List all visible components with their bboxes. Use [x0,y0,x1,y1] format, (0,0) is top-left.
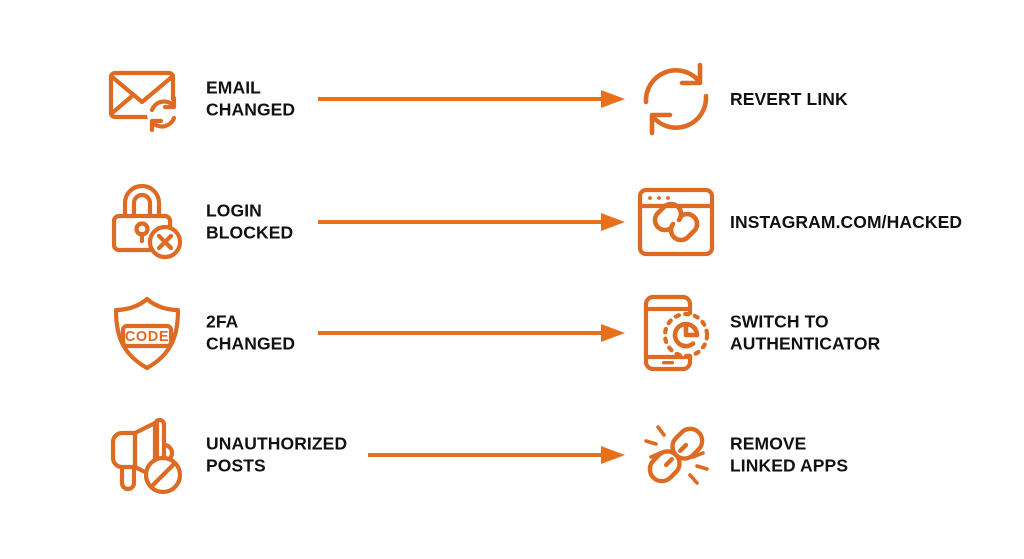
row-label-2fa-changed: 2FA CHANGED [206,311,296,354]
diagram-row-unauthorized-posts: UNAUTHORIZED POSTS [0,395,1024,515]
svg-text:CODE: CODE [125,329,169,345]
broken-chain-link-icon [634,413,718,497]
row-label-login-blocked: LOGIN BLOCKED [206,200,294,243]
megaphone-prohibited-icon [105,413,189,497]
padlock-x-icon [105,180,189,264]
refresh-circular-arrows-icon [634,57,718,141]
row-action-switch-authenticator: SWITCH TO AUTHENTICATOR [730,311,881,354]
diagram-row-email-changed: EMAIL CHANGED REVERT LINK [0,39,1024,159]
diagram-row-2fa-changed: CODE 2FA CHANGED SWITCH TO AUTHEN [0,273,1024,393]
row-action-revert-link: REVERT LINK [730,88,848,109]
leads-to-arrow [368,444,625,466]
diagram-row-login-blocked: LOGIN BLOCKED INSTAGRAM.COM/HACKED [0,162,1024,282]
leads-to-arrow [318,322,625,344]
shield-code-icon: CODE [105,291,189,375]
row-label-email-changed: EMAIL CHANGED [206,77,296,120]
envelope-refresh-icon [105,57,189,141]
leads-to-arrow [318,211,625,233]
row-action-instagram-hacked-url: INSTAGRAM.COM/HACKED [730,211,963,232]
row-label-unauthorized-posts: UNAUTHORIZED POSTS [206,433,348,476]
row-action-remove-linked-apps: REMOVE LINKED APPS [730,433,849,476]
phone-authenticator-clock-icon [634,291,718,375]
leads-to-arrow [318,88,625,110]
browser-window-link-icon [634,180,718,264]
